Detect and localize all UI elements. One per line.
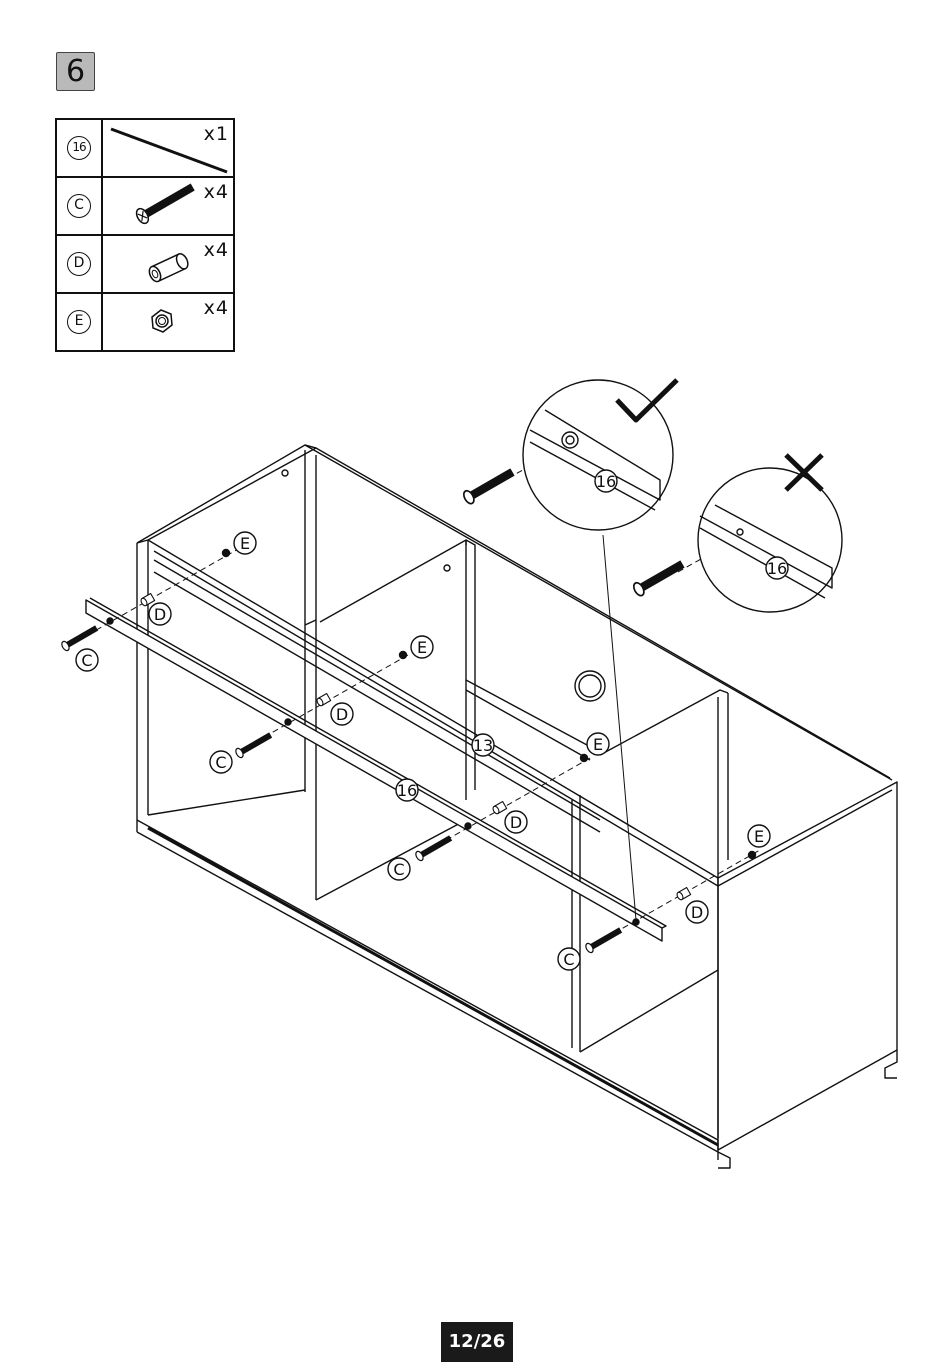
- callout-c: C: [393, 860, 404, 879]
- part-qty: x4: [204, 239, 229, 261]
- panel-16: [86, 598, 666, 941]
- callout-e: E: [240, 534, 250, 553]
- callout-e: E: [593, 735, 603, 754]
- callout-c: C: [563, 950, 574, 969]
- callout-d: D: [510, 813, 522, 832]
- assembly-drawing: E D C E D C 13 E 16 D C E D C 16 16: [0, 360, 950, 1220]
- callout-e: E: [417, 638, 427, 657]
- part-id: 16: [67, 136, 91, 160]
- part-id: D: [67, 252, 91, 276]
- nut-e-icons: [223, 550, 756, 859]
- callout-e: E: [754, 827, 764, 846]
- part-qty: x4: [204, 297, 229, 319]
- part-qty: x4: [204, 181, 229, 203]
- parts-row-c: C x4: [57, 178, 233, 236]
- detail-leader: [603, 535, 636, 920]
- parts-row-e: E x4: [57, 294, 233, 352]
- parts-row-d: D x4: [57, 236, 233, 294]
- screw-c-icons: [60, 466, 686, 954]
- callout-c: C: [81, 651, 92, 670]
- parts-row-16: 16 x1: [57, 120, 233, 178]
- step-number: 6: [56, 52, 95, 91]
- detail-correct: [523, 380, 677, 530]
- part-id: E: [67, 310, 91, 334]
- callout-16: 16: [767, 559, 787, 578]
- callout-16: 16: [397, 781, 417, 800]
- callout-d: D: [691, 903, 703, 922]
- callout-16: 16: [596, 472, 616, 491]
- detail-wrong: [698, 455, 842, 612]
- callout-d: D: [154, 605, 166, 624]
- part-id: C: [67, 194, 91, 218]
- panel-13: [154, 560, 600, 832]
- callout-13: 13: [473, 736, 493, 755]
- callout-c: C: [215, 753, 226, 772]
- page-number: 12/26: [441, 1322, 513, 1362]
- parts-list: 16 x1 C x4 D x4: [55, 118, 235, 352]
- callout-d: D: [336, 705, 348, 724]
- part-qty: x1: [204, 123, 229, 145]
